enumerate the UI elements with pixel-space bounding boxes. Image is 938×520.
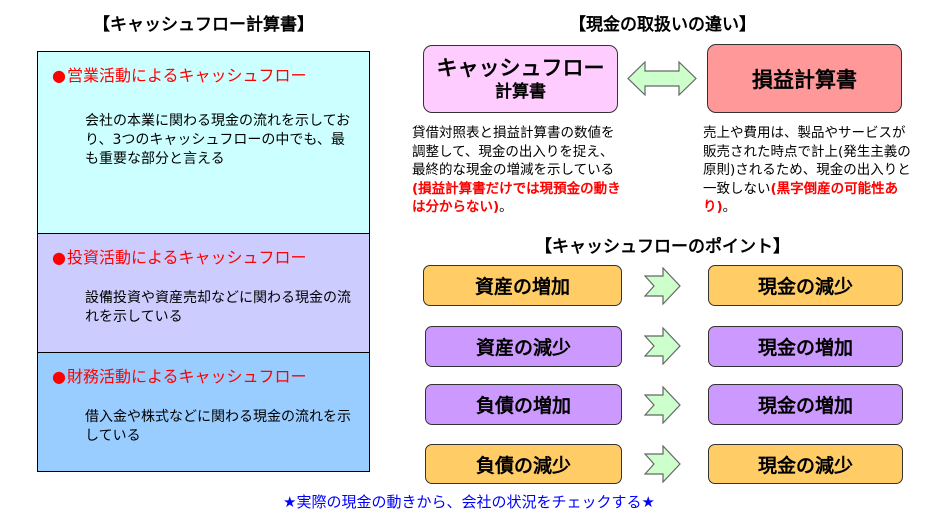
chevron-arrow-icon bbox=[644, 445, 681, 483]
operating-cf-panel: ●営業活動によるキャッシュフロー 会社の本業に関わる現金の流れを示しており、3つ… bbox=[37, 51, 370, 235]
investing-cf-title: ●投資活動によるキャッシュフロー bbox=[52, 244, 307, 268]
cashflow-statement-box: キャッシュフロー 計算書 bbox=[423, 45, 618, 113]
footer-message: ★実際の現金の動きから、会社の状況をチェックする★ bbox=[283, 493, 655, 511]
pl-desc-end: 。 bbox=[722, 199, 737, 215]
cf-description: 貸借対照表と損益計算書の数値を調整して、現金の出入りを捉え、最終的な現金の増減を… bbox=[412, 124, 622, 217]
cf-desc-text: 貸借対照表と損益計算書の数値を調整して、現金の出入りを捉え、最終的な現金の増減を… bbox=[412, 125, 615, 178]
point-row-4-to: 現金の減少 bbox=[708, 444, 903, 484]
chevron-arrow-icon bbox=[644, 327, 681, 365]
investing-cf-panel: ●投資活動によるキャッシュフロー 設備投資や資産売却などに関わる現金の流れを示し… bbox=[37, 233, 370, 354]
financing-cf-panel: ●財務活動によるキャッシュフロー 借入金や株式などに関わる現金の流れを示している bbox=[37, 352, 370, 472]
operating-cf-body: 会社の本業に関わる現金の流れを示しており、3つのキャッシュフローの中でも、最も重… bbox=[85, 113, 351, 167]
investing-cf-body: 設備投資や資産売却などに関わる現金の流れを示している bbox=[85, 290, 351, 325]
point-row-1-to: 現金の減少 bbox=[708, 265, 903, 306]
pl-description: 売上や費用は、製品やサービスが販売された時点で計上(発生主義の原則)されるため、… bbox=[703, 124, 913, 217]
pl-desc-emphasis: (黒字倒産の可能性あり) bbox=[703, 180, 899, 216]
double-arrow-icon bbox=[627, 60, 697, 97]
point-row-2-to: 現金の増加 bbox=[708, 326, 903, 367]
financing-cf-body: 借入金や株式などに関わる現金の流れを示している bbox=[85, 409, 351, 444]
bullet-icon: ● bbox=[52, 367, 66, 386]
cf-desc-end: 。 bbox=[499, 199, 513, 215]
point-row-3-from: 負債の増加 bbox=[425, 384, 622, 425]
operating-cf-title: ●営業活動によるキャッシュフロー bbox=[52, 62, 307, 86]
cf-box-line1: キャッシュフロー bbox=[436, 56, 605, 80]
financing-cf-title: ●財務活動によるキャッシュフロー bbox=[52, 363, 307, 387]
point-row-3-to: 現金の増加 bbox=[708, 384, 903, 425]
investing-cf-title-text: 投資活動によるキャッシュフロー bbox=[66, 248, 307, 267]
financing-cf-title-text: 財務活動によるキャッシュフロー bbox=[66, 367, 307, 386]
chevron-arrow-icon bbox=[644, 267, 681, 305]
income-statement-box: 損益計算書 bbox=[707, 44, 902, 113]
cf-box-line2: 計算書 bbox=[495, 82, 546, 102]
point-row-1-from: 資産の増加 bbox=[423, 265, 622, 306]
cashflow-points-heading: 【キャッシュフローのポイント】 bbox=[535, 237, 790, 257]
pl-desc-text: 売上や費用は、製品やサービスが販売された時点で計上(発生主義の原則)されるため、… bbox=[703, 125, 911, 197]
chevron-arrow-icon bbox=[644, 386, 681, 424]
point-row-4-from: 負債の減少 bbox=[425, 444, 622, 484]
double-arrow-shape bbox=[627, 60, 697, 97]
cash-handling-heading: 【現金の取扱いの違い】 bbox=[569, 15, 756, 35]
bullet-icon: ● bbox=[52, 66, 66, 85]
cashflow-statement-heading: 【キャッシュフロー計算書】 bbox=[93, 15, 314, 35]
point-row-2-from: 資産の減少 bbox=[425, 326, 622, 367]
operating-cf-title-text: 営業活動によるキャッシュフロー bbox=[66, 66, 307, 85]
bullet-icon: ● bbox=[52, 248, 66, 267]
cf-desc-emphasis: (損益計算書だけでは現預金の動きは分からない) bbox=[412, 180, 621, 216]
